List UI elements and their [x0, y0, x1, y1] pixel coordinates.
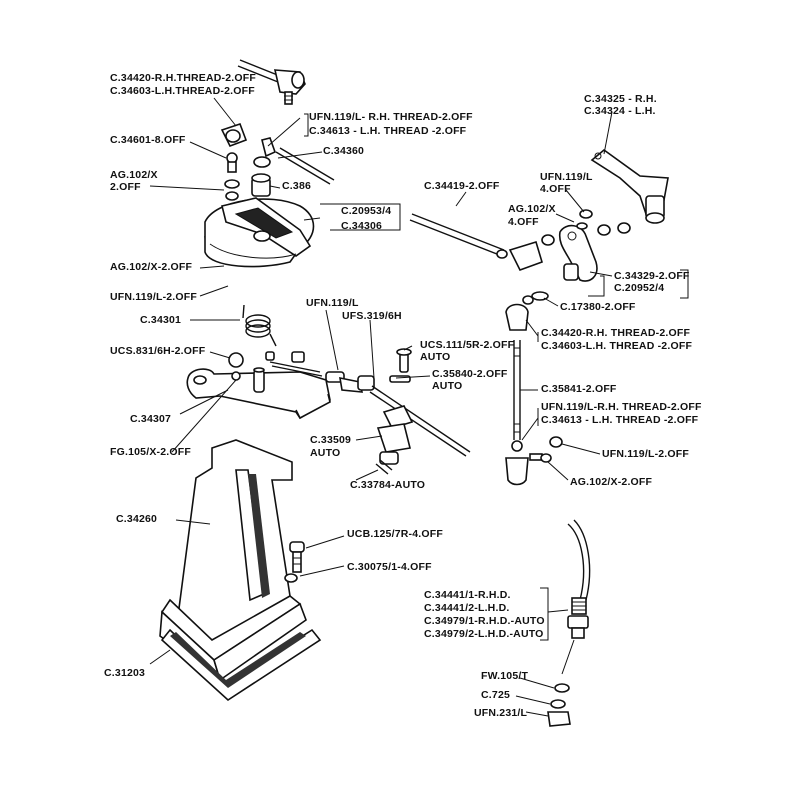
label-c35840: C.35840-2.OFF: [432, 368, 508, 380]
label-c17380: C.17380-2.OFF: [560, 301, 636, 313]
label-c34613-right: C.34613 - L.H. THREAD -2.OFF: [541, 414, 699, 426]
pedestal: [159, 439, 322, 702]
label-c34979-1: C.34979/1-R.H.D.-AUTO: [424, 615, 545, 627]
label-ufn119-rh-thread: UFN.119/L-R.H. THREAD-2.OFF: [541, 401, 702, 413]
label-c34325: C.34325 - R.H.: [584, 93, 657, 105]
label-ag102x-2off-left: AG.102/X-2.OFF: [110, 261, 193, 273]
label-c34260: C.34260: [116, 513, 158, 525]
label-ag102x-2off-right: AG.102/X-2.OFF: [570, 476, 653, 488]
label-ufn119-center: UFN.119/L: [306, 297, 359, 309]
label-ufn119-2off-left: UFN.119/L-2.OFF: [110, 291, 198, 303]
leader-lines: [149, 97, 689, 717]
label-c33509: C.33509: [310, 434, 352, 446]
label-c34601: C.34601-8.OFF: [110, 134, 186, 146]
return-spring: [242, 304, 277, 347]
right-long-rod: [409, 213, 555, 271]
label-ucs831: UCS.831/6H-2.OFF: [110, 345, 206, 357]
label-c34420: C.34420-R.H.THREAD-2.OFF: [110, 72, 256, 84]
label-ufn231: UFN.231/L: [474, 707, 528, 719]
label-auto-c33509: AUTO: [310, 447, 341, 459]
label-ucb125: UCB.125/7R-4.OFF: [347, 528, 443, 540]
label-c30075: C.30075/1-4.OFF: [347, 561, 432, 573]
label-ag102x-top: AG.102/X: [110, 169, 158, 181]
label-fg105: FG.105/X-2.OFF: [110, 446, 191, 458]
label-c34419: C.34419-2.OFF: [424, 180, 500, 192]
label-4off-ufn: 4.OFF: [540, 183, 571, 195]
control-quadrant: [204, 197, 315, 268]
ball-pin-assembly: [220, 122, 335, 201]
label-c34360: C.34360: [323, 145, 365, 157]
label-c34603: C.34603-L.H.THREAD-2.OFF: [110, 85, 255, 97]
throttle-cable: [547, 519, 591, 727]
top-rod-end-assembly: [237, 59, 306, 105]
label-c34306: C.34306: [341, 220, 383, 232]
label-c34613: C.34613 - L.H. THREAD -2.OFF: [309, 125, 467, 137]
label-ufs319: UFS.319/6H: [342, 310, 402, 322]
label-ag102x-right: AG.102/X: [508, 203, 556, 215]
label-c34441-1: C.34441/1-R.H.D.: [424, 589, 511, 601]
label-ufn119-2off-right: UFN.119/L-2.OFF: [602, 448, 690, 460]
right-vertical-rod: [505, 291, 563, 486]
cable-adjuster: [339, 348, 471, 475]
label-c34979-2: C.34979/2-L.H.D.-AUTO: [424, 628, 544, 640]
label-fw105: FW.105/T: [481, 670, 529, 682]
label-c33784: C.33784-AUTO: [350, 479, 426, 491]
label-ufn119-thread: UFN.119/L- R.H. THREAD-2.OFF: [309, 111, 473, 123]
right-bracket: [590, 148, 669, 224]
label-ucs111: UCS.111/5R-2.OFF: [420, 339, 515, 351]
pedal-bracket: [186, 351, 345, 420]
label-auto-c35840: AUTO: [432, 380, 463, 392]
label-4off-ag: 4.OFF: [508, 216, 539, 228]
right-lever: [558, 209, 631, 282]
label-c35841: C.35841-2.OFF: [541, 383, 617, 395]
label-c34329: C.34329-2.OFF: [614, 270, 690, 282]
label-c31203: C.31203: [104, 667, 146, 679]
label-c34441-2: C.34441/2-L.H.D.: [424, 602, 510, 614]
label-c34603-right: C.34603-L.H. THREAD -2.OFF: [541, 340, 693, 352]
label-c34324: C.34324 - L.H.: [584, 105, 656, 117]
label-auto-ucs111: AUTO: [420, 351, 451, 363]
label-2off-top: 2.OFF: [110, 181, 141, 193]
label-c20953: C.20953/4: [341, 205, 392, 217]
label-c386: C.386: [282, 180, 312, 192]
label-c34301: C.34301: [140, 314, 182, 326]
label-c725: C.725: [481, 689, 511, 701]
label-c34307: C.34307: [130, 413, 172, 425]
label-c34420-right: C.34420-R.H. THREAD-2.OFF: [541, 327, 691, 339]
pedestal-bolt: [284, 541, 305, 583]
label-c20952: C.20952/4: [614, 282, 665, 294]
label-ufn119-right: UFN.119/L: [540, 171, 593, 183]
